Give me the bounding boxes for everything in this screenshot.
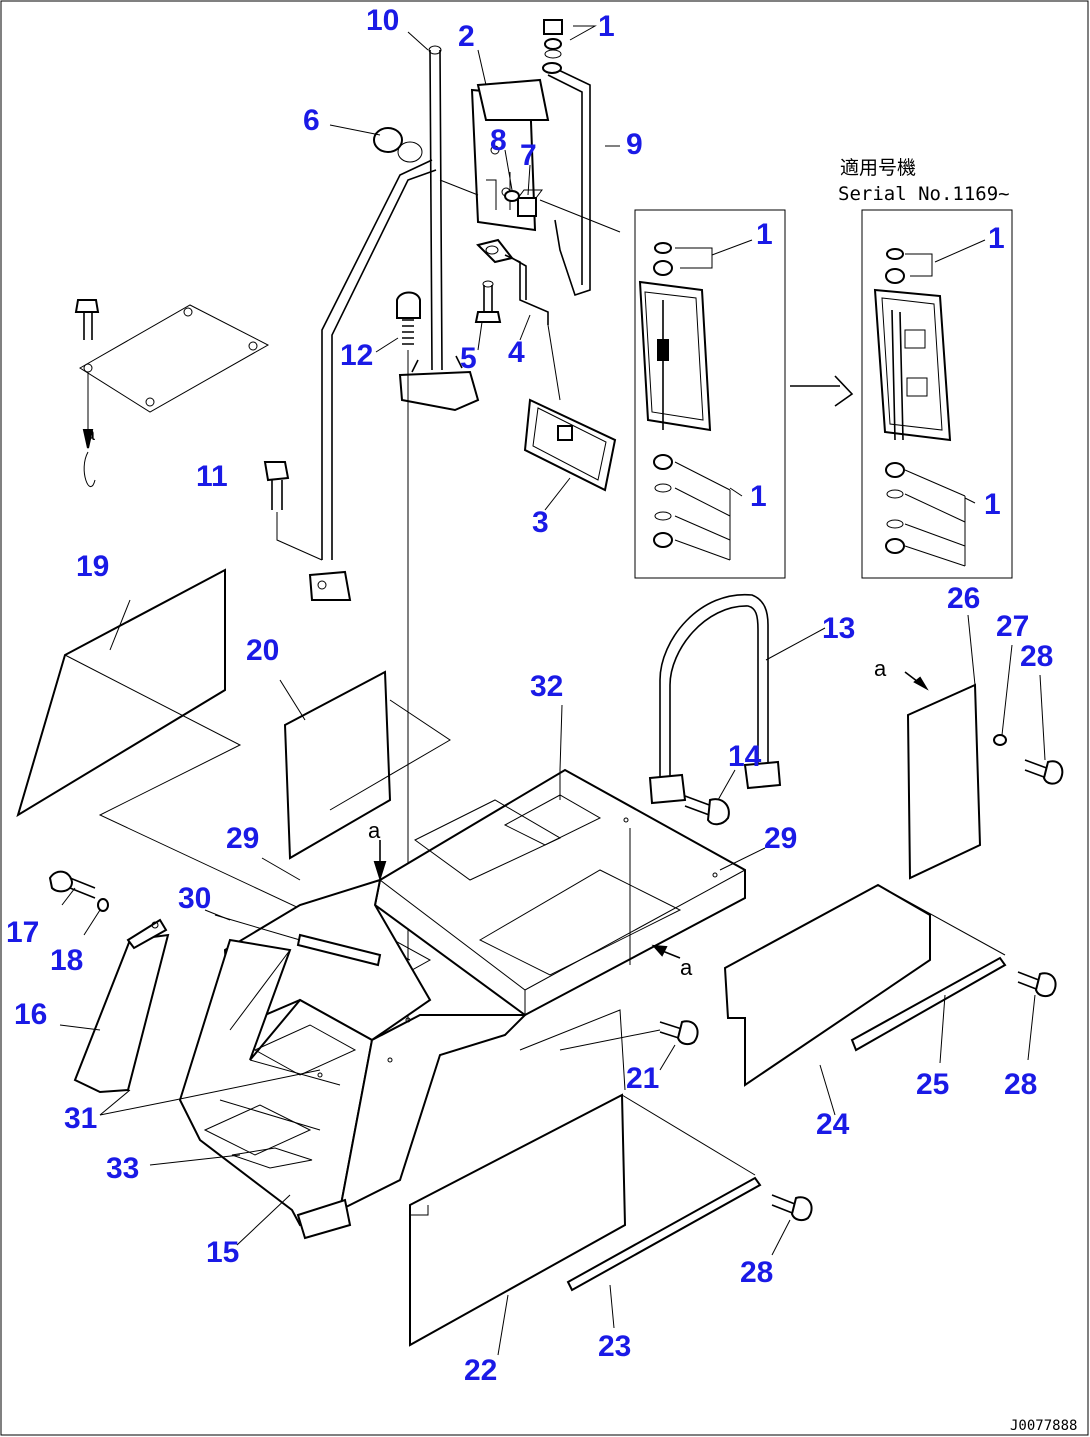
cover-panel-part-20: [283, 670, 451, 860]
callout-18: 18: [50, 944, 83, 977]
callout-28-top: 28: [1020, 640, 1053, 673]
detail-inset-serial: [861, 209, 1013, 579]
detail-inset-standard: [634, 209, 786, 579]
bolt-part-28-upper: [1024, 759, 1064, 785]
callout-5: 5: [460, 342, 477, 375]
callout-3: 3: [532, 506, 549, 539]
nut-set-part-1-top: [543, 19, 563, 59]
mirror-part-3: [523, 398, 617, 492]
callout-6: 6: [303, 104, 320, 137]
divider-plate-part-32: [559, 770, 631, 965]
side-panel-part-22: [409, 1009, 756, 1347]
callout-28-right: 28: [1004, 1068, 1037, 1101]
nut-part-7: [517, 189, 543, 217]
direction-arrow-lower: [651, 944, 681, 959]
mirror-rod-part-9: [539, 62, 621, 297]
leader-lines: [59, 25, 1046, 1356]
callout-29-right: 29: [764, 822, 797, 855]
bolt-part-14: [684, 795, 730, 826]
callout-1: 1: [598, 10, 615, 43]
side-panel-part-19: [16, 568, 411, 961]
callout-24: 24: [816, 1108, 850, 1141]
callout-27: 27: [996, 610, 1029, 643]
callout-19: 19: [76, 550, 109, 583]
callout-28-bottom: 28: [740, 1256, 773, 1289]
serial-label: Serial No.1169~: [838, 183, 1010, 205]
callout-8: 8: [490, 124, 507, 157]
washer-part-18: [97, 898, 109, 912]
direction-marker-lower: a: [680, 955, 693, 980]
bolt-part-17: [48, 870, 96, 899]
cover-panel-part-26: [906, 683, 982, 880]
mirror-arm-part-4: [476, 238, 561, 401]
direction-arrow-upper: [904, 671, 929, 691]
washer-part-8: [504, 190, 520, 202]
callout-20: 20: [246, 634, 279, 667]
bolt-part-5: [474, 280, 502, 323]
callout-11: 11: [196, 460, 228, 493]
handrail-part-13: [648, 593, 782, 805]
callout-1-inset-a-top: 1: [756, 218, 773, 251]
callout-14: 14: [728, 740, 762, 773]
cover-plate-upper-left: [74, 299, 270, 488]
callout-16: 16: [14, 998, 47, 1031]
callout-labels: 1 2 3 4 5 6 7 8 9 10 11 12 1 1 1 1 13 14…: [6, 4, 1053, 1387]
washer-part-27: [993, 734, 1007, 746]
bracket-plate-part-16: [73, 918, 170, 1094]
callout-10: 10: [366, 4, 399, 37]
callout-2: 2: [458, 20, 475, 53]
callout-17: 17: [6, 916, 39, 949]
bolt-part-11: [263, 461, 323, 561]
callout-4: 4: [508, 336, 525, 369]
bolt-part-28-lower: [771, 1194, 813, 1222]
callout-23: 23: [598, 1330, 631, 1363]
callout-21: 21: [626, 1062, 659, 1095]
callout-26: 26: [947, 582, 980, 615]
callout-12: 12: [340, 339, 373, 372]
mirror-arm-part-6: [308, 127, 437, 601]
mirror-stay-part-10: [398, 45, 480, 412]
direction-marker-plate: a: [85, 424, 96, 444]
callout-22: 22: [464, 1354, 497, 1387]
serial-label-jp: 適用号機: [840, 157, 916, 179]
direction-marker-upper: a: [874, 656, 887, 681]
callout-33: 33: [106, 1152, 139, 1185]
callout-31: 31: [64, 1102, 97, 1135]
callout-15: 15: [206, 1236, 239, 1269]
strip-part-25: [850, 956, 1007, 1052]
strip-part-23: [566, 1176, 762, 1292]
inset-transition-arrow: [790, 375, 854, 407]
bolt-part-21: [559, 1020, 699, 1051]
callout-9: 9: [626, 128, 643, 161]
reference-code: J0077888: [1010, 1418, 1077, 1434]
callout-13: 13: [822, 612, 855, 645]
callout-1-inset-b-bottom: 1: [984, 488, 1001, 521]
side-panel-part-24: [723, 883, 1006, 1087]
bolt-part-28-right: [1017, 971, 1057, 998]
callout-32: 32: [530, 670, 563, 703]
direction-arrow-deck: [373, 840, 387, 882]
callout-29-left: 29: [226, 822, 259, 855]
callout-1-inset-b-top: 1: [988, 222, 1005, 255]
callout-7: 7: [520, 139, 537, 172]
callout-30: 30: [178, 882, 211, 915]
direction-marker-deck: a: [368, 818, 381, 843]
callout-1-inset-a-bottom: 1: [750, 480, 767, 513]
step-frame-part-15: [178, 768, 746, 1240]
callout-25: 25: [916, 1068, 949, 1101]
